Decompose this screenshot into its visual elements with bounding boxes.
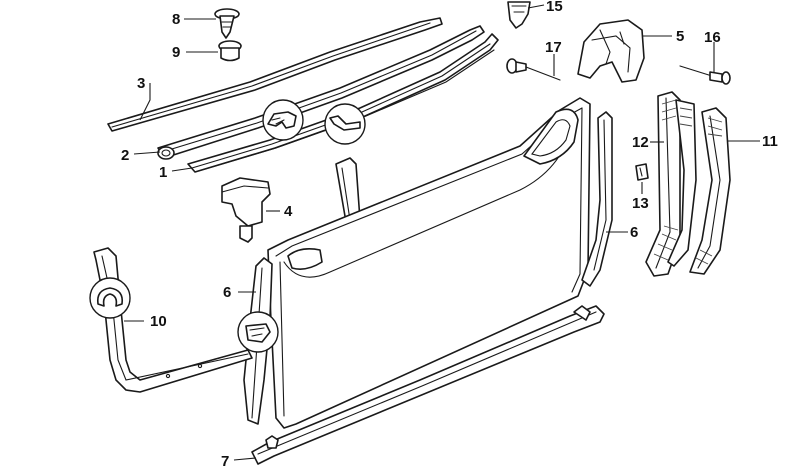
part-11-rear-seal	[689, 107, 731, 275]
callout-5: 5	[676, 28, 684, 45]
part-15-clip	[507, 1, 531, 29]
callout-13: 13	[632, 195, 649, 212]
edge-seal-detail-circle	[237, 311, 279, 353]
part-17-rivet	[506, 58, 561, 81]
callout-6-left: 6	[223, 284, 231, 301]
part-6-door-edge-seal-right	[581, 111, 613, 287]
seal-detail-circle-right	[324, 103, 366, 145]
callout-8: 8	[172, 11, 180, 28]
part-9-grommet	[218, 40, 242, 62]
part-13-small-clip	[635, 163, 649, 181]
door-panel	[267, 97, 591, 429]
callout-10: 10	[150, 313, 167, 330]
part-7-sill-seal	[251, 305, 605, 465]
part-12-glass-seal	[645, 91, 697, 277]
part-2-channel-seal	[157, 25, 485, 160]
part-5-corner-bracket	[577, 19, 645, 83]
callout-12: 12	[632, 134, 649, 151]
callout-labels: 3 2 1 8 9 4 15 5 16 17 6 6 10 7 11 12 13	[121, 0, 778, 470]
callout-2: 2	[121, 147, 129, 164]
callout-1: 1	[159, 164, 167, 181]
callout-3: 3	[137, 75, 145, 92]
callout-15: 15	[546, 0, 563, 15]
seal-detail-circle-left	[262, 99, 304, 141]
callout-7: 7	[221, 453, 229, 470]
part-10-frame-seal	[93, 247, 253, 393]
callout-17: 17	[545, 39, 562, 56]
callout-11: 11	[762, 133, 778, 150]
part-4-block	[221, 177, 271, 243]
part-1-lower-seal	[187, 33, 499, 173]
part-16-rivet	[679, 65, 731, 85]
callout-9: 9	[172, 44, 180, 61]
frame-seal-detail-circle	[89, 277, 131, 319]
part-3-roof-seal	[107, 17, 443, 132]
callout-4: 4	[284, 203, 293, 220]
callout-6-right: 6	[630, 224, 638, 241]
part-8-push-clip	[214, 8, 240, 39]
leader-lines	[124, 4, 760, 461]
callout-16: 16	[704, 29, 721, 46]
